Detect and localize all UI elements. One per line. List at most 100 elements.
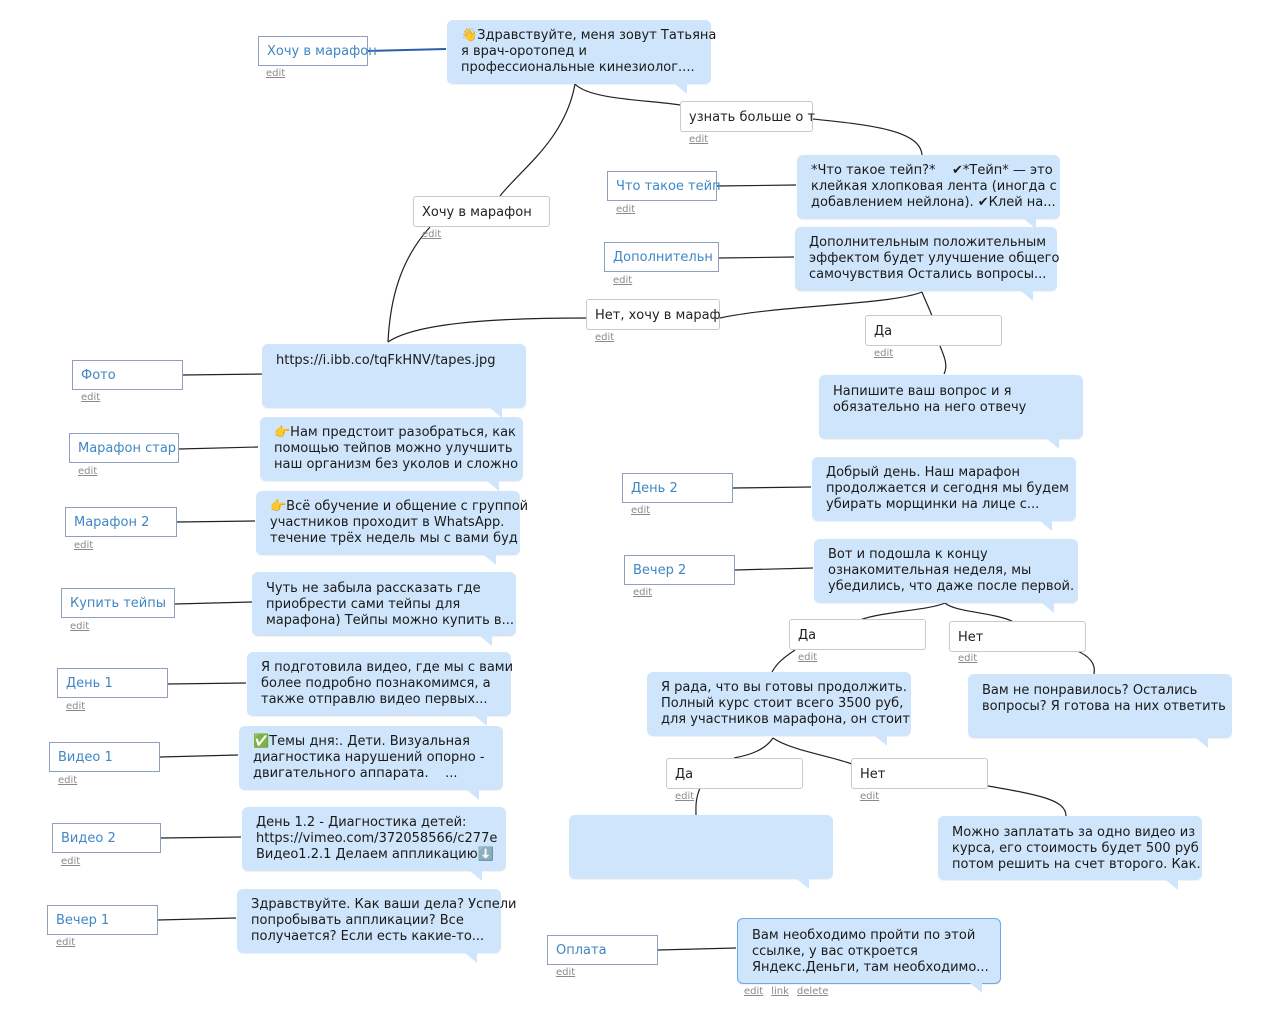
bubble-tail — [970, 983, 982, 993]
trigger-marathon-start[interactable]: Марафон стар — [69, 433, 179, 463]
edit-link[interactable]: edit — [266, 68, 286, 79]
message-text: ✅Темы дня:. Дети. Визуальная диагностика… — [253, 734, 485, 781]
message-bubble-buy-tapes[interactable]: Чуть не забыла рассказать где приобрести… — [252, 572, 516, 646]
edit-link[interactable]: edit — [70, 621, 90, 632]
trigger-marathon-2[interactable]: Марафон 2 — [65, 507, 177, 537]
bubble-tail — [1166, 880, 1178, 890]
trigger-additional[interactable]: Дополнительн — [604, 242, 719, 272]
bubble-tail — [487, 481, 499, 491]
edit-link[interactable]: edit — [66, 701, 86, 712]
trigger-what-tape[interactable]: Что такое тейп — [607, 171, 721, 201]
button-no[interactable]: Нет — [851, 758, 988, 789]
message-bubble-evening-2[interactable]: Вот и подошла к концу ознакомительная не… — [814, 539, 1078, 613]
message-text: Вам не понравилось? Остались вопросы? Я … — [982, 683, 1226, 714]
trigger-buy-tapes[interactable]: Купить тейпы — [61, 588, 175, 618]
edit-link[interactable]: edit — [744, 986, 764, 997]
edit-link[interactable]: edit — [56, 937, 76, 948]
message-text: Можно заплатать за одно видео из курса, … — [952, 825, 1201, 872]
bubble-tail — [875, 736, 887, 746]
trigger-evening-2[interactable]: Вечер 2 — [624, 555, 735, 585]
button-want-marathon[interactable]: Хочу в марафон — [413, 196, 550, 227]
button-yes[interactable]: Да — [789, 619, 926, 650]
delete-link[interactable]: delete — [796, 986, 829, 997]
link-link[interactable]: link — [771, 986, 789, 997]
message-bubble-video-2[interactable]: День 1.2 - Диагностика детей: https://vi… — [242, 807, 506, 881]
edit-link[interactable]: edit — [616, 204, 636, 215]
message-text: Я рада, что вы готовы продолжить. Полный… — [661, 680, 910, 727]
button-yes[interactable]: Да — [666, 758, 803, 789]
bubble-tail — [484, 555, 496, 565]
bubble-tail — [1047, 439, 1059, 449]
edit-link[interactable]: edit — [860, 791, 880, 802]
message-text: Дополнительным положительным эффектом бу… — [809, 235, 1060, 282]
edit-link[interactable]: edit — [689, 134, 709, 145]
message-bubble-payment[interactable]: Вам необходимо пройти по этой ссылке, у … — [737, 918, 1001, 993]
message-bubble-day-2[interactable]: Добрый день. Наш марафон продолжается и … — [812, 457, 1076, 531]
message-text: https://i.ibb.co/tqFkHNV/tapes.jpg — [276, 353, 496, 368]
message-text: Здравствуйте. Как ваши дела? Успели попр… — [251, 897, 517, 944]
edit-link[interactable]: edit — [58, 775, 78, 786]
trigger-marathon-top[interactable]: Хочу в марафон — [258, 36, 377, 66]
trigger-video-2[interactable]: Видео 2 — [52, 823, 161, 853]
message-text: 👉Всё обучение и общение с группой участн… — [270, 499, 529, 546]
edit-link[interactable]: edit — [958, 653, 978, 664]
trigger-payment[interactable]: Оплата — [547, 935, 658, 965]
bubble-tail — [797, 879, 809, 889]
message-bubble-marathon-start[interactable]: 👉Нам предстоит разобраться, как помощью … — [260, 417, 523, 491]
message-bubble-additional[interactable]: Дополнительным положительным эффектом бу… — [795, 227, 1060, 301]
button-no-want-marathon[interactable]: Нет, хочу в мараф — [586, 299, 721, 330]
message-text: Вот и подошла к концу ознакомительная не… — [828, 547, 1075, 594]
message-text: Чуть не забыла рассказать где приобрести… — [266, 581, 514, 628]
message-bubble-video-1[interactable]: ✅Темы дня:. Дети. Визуальная диагностика… — [239, 726, 503, 800]
edit-link[interactable]: edit — [613, 275, 633, 286]
button-learn-more[interactable]: узнать больше о т — [680, 101, 815, 132]
trigger-evening-1[interactable]: Вечер 1 — [47, 905, 158, 935]
bubble-tail — [490, 408, 502, 418]
trigger-day-2[interactable]: День 2 — [622, 473, 733, 503]
bubble-tail — [480, 636, 492, 646]
node-actions: edit link delete — [744, 986, 836, 997]
trigger-day-1[interactable]: День 1 — [57, 668, 168, 698]
message-text: 👉Нам предстоит разобраться, как помощью … — [274, 425, 519, 472]
message-bubble-evening-1[interactable]: Здравствуйте. Как ваши дела? Успели попр… — [237, 889, 517, 963]
edit-link[interactable]: edit — [631, 505, 651, 516]
message-text: День 1.2 - Диагностика детей: https://vi… — [256, 815, 498, 862]
edit-link[interactable]: edit — [422, 229, 442, 240]
edit-link[interactable]: edit — [78, 466, 98, 477]
trigger-photo[interactable]: Фото — [72, 360, 183, 390]
message-text: *Что такое тейп?* ✔*Тейп* — это клейкая … — [811, 163, 1057, 210]
button-no[interactable]: Нет — [949, 621, 1086, 652]
message-bubble-day-1[interactable]: Я подготовила видео, где мы с вами более… — [247, 652, 514, 726]
bubble-tail — [1024, 219, 1036, 229]
message-bubble-glad-continue[interactable]: Я рада, что вы готовы продолжить. Полный… — [647, 672, 911, 746]
edit-link[interactable]: edit — [874, 348, 894, 359]
edit-link[interactable]: edit — [81, 392, 101, 403]
button-yes[interactable]: Да — [865, 315, 1002, 346]
message-text: 👋Здравствуйте, меня зовут Татьяна я врач… — [461, 28, 717, 75]
message-bubble-greeting[interactable]: 👋Здравствуйте, меня зовут Татьяна я врач… — [447, 20, 717, 94]
message-bubble-pay-one[interactable]: Можно заплатать за одно видео из курса, … — [938, 816, 1202, 890]
edit-link[interactable]: edit — [633, 587, 653, 598]
bubble-tail — [1196, 738, 1208, 748]
bubble-tail — [675, 84, 687, 94]
edit-link[interactable]: edit — [798, 652, 818, 663]
message-bubble-photo[interactable]: https://i.ibb.co/tqFkHNV/tapes.jpg — [262, 344, 526, 418]
edit-link[interactable]: edit — [61, 856, 81, 867]
message-text: Напишите ваш вопрос и я обязательно на н… — [833, 384, 1027, 415]
message-text: Добрый день. Наш марафон продолжается и … — [826, 465, 1069, 512]
edit-link[interactable]: edit — [556, 967, 576, 978]
message-text: Я подготовила видео, где мы с вами более… — [261, 660, 514, 707]
trigger-video-1[interactable]: Видео 1 — [49, 742, 160, 772]
bubble-tail — [1042, 603, 1054, 613]
edit-link[interactable]: edit — [74, 540, 94, 551]
edit-link[interactable]: edit — [595, 332, 615, 343]
message-bubble-didnt-like[interactable]: Вам не понравилось? Остались вопросы? Я … — [968, 674, 1232, 748]
message-bubble-what-tape[interactable]: *Что такое тейп?* ✔*Тейп* — это клейкая … — [797, 155, 1060, 229]
message-bubble-ask-question[interactable]: Напишите ваш вопрос и я обязательно на н… — [819, 375, 1083, 449]
bubble-tail — [1040, 521, 1052, 531]
bubble-tail — [467, 790, 479, 800]
message-bubble-marathon-2[interactable]: 👉Всё обучение и общение с группой участн… — [256, 491, 529, 565]
bubble-tail — [465, 953, 477, 963]
message-bubble-empty[interactable] — [569, 815, 833, 889]
edit-link[interactable]: edit — [675, 791, 695, 802]
